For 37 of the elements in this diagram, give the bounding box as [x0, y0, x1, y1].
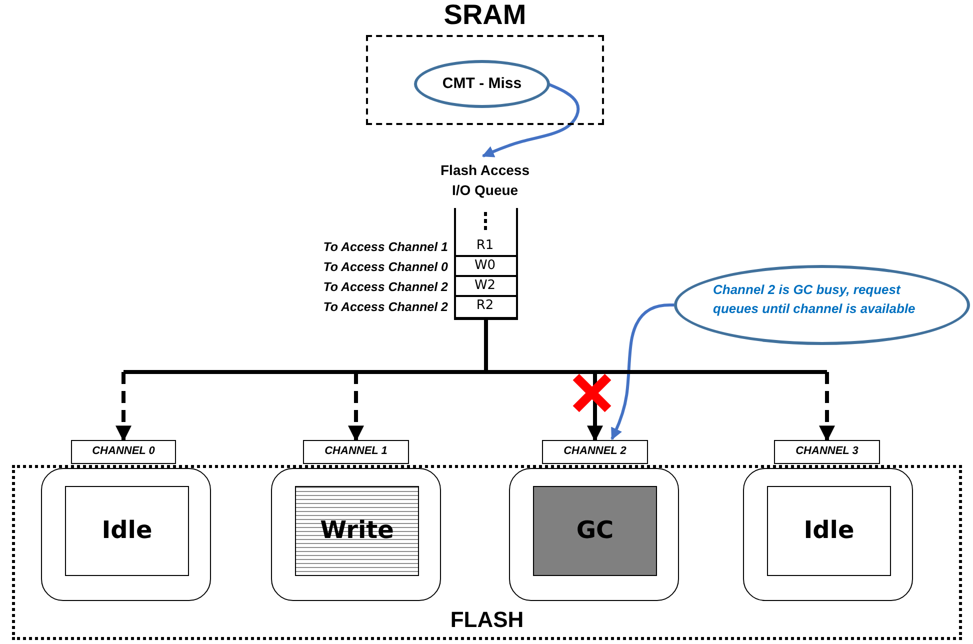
entry-label: R1: [475, 237, 495, 255]
flash-region-box: [12, 465, 962, 640]
channel-tab: [774, 440, 880, 464]
region-title: FLASH: [449, 607, 525, 633]
state-box: [767, 486, 891, 576]
curved-arrow: [482, 82, 580, 158]
entry-note: To Access Channel 2: [323, 299, 448, 316]
callout-text: Channel 2 is GC busy, request queues until channel is available: [713, 281, 916, 318]
channel-tab: [71, 440, 176, 464]
state-label: GC: [575, 515, 615, 546]
channel-tab: [542, 440, 648, 464]
state-label: Idle: [802, 515, 856, 546]
channel-box: [509, 468, 679, 601]
region-title: SRAM: [442, 0, 528, 31]
state-label: Write: [319, 515, 395, 546]
entry-note: To Access Channel 0: [323, 259, 448, 276]
state-box: [533, 486, 657, 576]
channel-label: CHANNEL 2: [562, 444, 628, 459]
entry-label: W0: [473, 257, 497, 275]
entry-label: W2: [473, 277, 497, 295]
channel-label: CHANNEL 3: [794, 444, 860, 459]
state-label: Idle: [100, 515, 154, 546]
channel-label: CHANNEL 1: [324, 444, 388, 459]
state-box: [65, 486, 189, 576]
channel-label: CHANNEL 0: [91, 444, 156, 459]
event-label: CMT - Miss: [441, 74, 523, 94]
entry-note: To Access Channel 1: [323, 239, 448, 256]
channel-box: [41, 468, 211, 601]
connector-arrow: [484, 320, 835, 442]
channel-box: [271, 468, 441, 601]
curved-arrow: [610, 304, 674, 440]
entry-note: To Access Channel 2: [323, 279, 448, 296]
channel-box: [743, 468, 913, 601]
state-box: [295, 486, 419, 576]
queue-title: Flash Access I/O Queue: [440, 161, 530, 200]
entry-label: R2: [475, 297, 495, 315]
channel-tab: [303, 440, 409, 464]
